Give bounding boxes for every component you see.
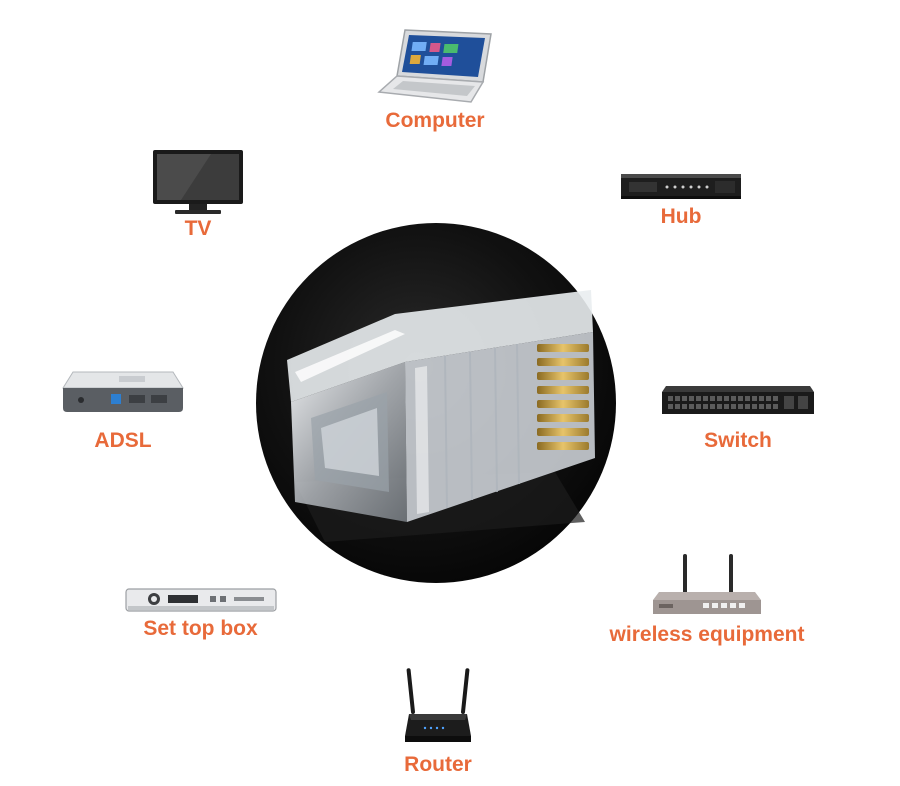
device-label-hub: Hub: [660, 205, 702, 228]
device-label-router: Router: [404, 753, 472, 776]
device-label-set-top-box: Set top box: [143, 617, 258, 640]
device-switch: Switch: [650, 382, 826, 451]
rj45-connector-icon: [256, 223, 616, 583]
device-hub: Hub: [606, 170, 756, 227]
device-label-computer: Computer: [385, 109, 485, 132]
device-wireless-equipment: wireless equipment: [590, 552, 824, 645]
hub-icon: [621, 174, 741, 199]
tv-icon: [153, 150, 243, 214]
adsl-modem-icon: [62, 371, 184, 412]
device-label-switch: Switch: [704, 429, 772, 452]
device-label-tv: TV: [184, 217, 212, 240]
device-set-top-box: Set top box: [108, 586, 293, 639]
device-adsl: ADSL: [48, 368, 198, 451]
wireless-access-point-icon: [653, 554, 761, 614]
laptop-icon: [377, 29, 492, 103]
device-router: Router: [378, 666, 498, 775]
device-computer: Computer: [360, 26, 510, 131]
device-tv: TV: [138, 148, 258, 239]
set-top-box-icon: [124, 588, 277, 612]
router-icon: [405, 668, 471, 742]
device-label-adsl: ADSL: [94, 429, 152, 452]
network-switch-icon: [662, 386, 814, 414]
device-label-wireless-equipment: wireless equipment: [609, 623, 805, 646]
